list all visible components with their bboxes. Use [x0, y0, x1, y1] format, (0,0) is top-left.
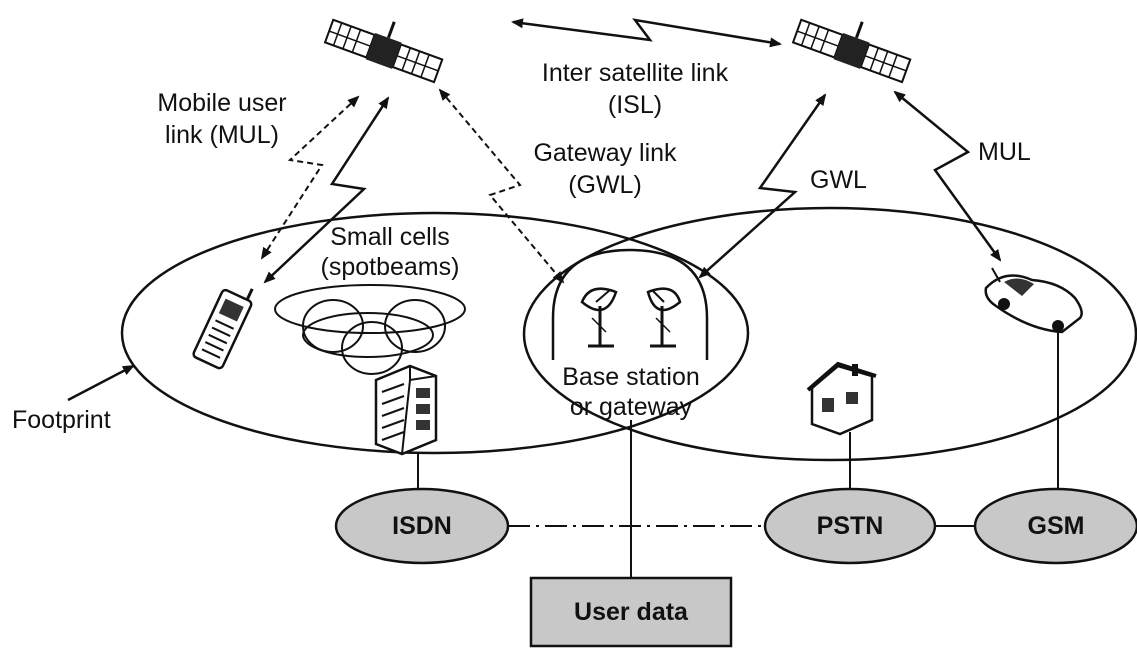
footprint-label: Footprint [12, 406, 111, 434]
left-footprint [120, 211, 750, 455]
spotbeam-cells [274, 284, 466, 375]
gwl-label-line2: (GWL) [568, 171, 642, 199]
gwl-label-left: Gateway link (GWL) [505, 138, 705, 200]
mul-label-left: Mobile user link (MUL) [142, 88, 302, 150]
mul-link-right [893, 90, 1002, 262]
office-building-icon [374, 364, 438, 456]
pstn-label: PSTN [816, 511, 884, 540]
small-cells-label-line1: Small cells [330, 223, 450, 251]
base-station-label: Base station or gateway [534, 362, 728, 422]
pstn-node-shape [763, 487, 937, 565]
satellite-dish-icon [580, 287, 618, 348]
gwl-label-line1: Gateway link [533, 139, 677, 167]
car-icon [984, 267, 1083, 334]
base-station-label-line2: or gateway [569, 393, 693, 421]
isdn-node-shape [334, 487, 510, 565]
house-icon [806, 361, 877, 436]
right-satellite-icon [791, 18, 912, 84]
gwl-link-left [438, 88, 565, 284]
pstn-node: PSTN [765, 489, 935, 563]
base-station-dome [551, 248, 709, 360]
footprint-arrow [67, 364, 135, 402]
gwl-link-right [698, 93, 827, 279]
isl-label: Inter satellite link (ISL) [505, 58, 765, 120]
gsm-node-shape [973, 487, 1137, 565]
user-data-label: User data [574, 597, 688, 626]
mul-link-downlink [263, 96, 390, 284]
isdn-node: ISDN [336, 489, 508, 563]
mul-label-right: MUL [978, 138, 1031, 166]
base-station-label-line1: Base station [562, 363, 700, 391]
right-footprint [522, 206, 1137, 462]
user-data-node: User data [531, 578, 731, 646]
mobile-phone-icon [192, 288, 254, 370]
small-cells-label: Small cells (spotbeams) [300, 222, 480, 282]
gsm-node: GSM [975, 489, 1137, 563]
isl-label-line1: Inter satellite link [541, 59, 729, 87]
isdn-label: ISDN [392, 511, 452, 540]
small-cells-label-line2: (spotbeams) [320, 253, 460, 281]
user-data-box-shape [529, 576, 733, 648]
gsm-label: GSM [1027, 511, 1085, 540]
gwl-label-right: GWL [810, 166, 867, 194]
isl-link [511, 18, 782, 48]
mul-label-line2: link (MUL) [165, 121, 279, 149]
satellite-dish-icon [646, 287, 682, 348]
mul-label-line1: Mobile user [157, 89, 287, 117]
left-satellite-icon [323, 18, 444, 84]
isl-label-line2: (ISL) [607, 91, 663, 119]
